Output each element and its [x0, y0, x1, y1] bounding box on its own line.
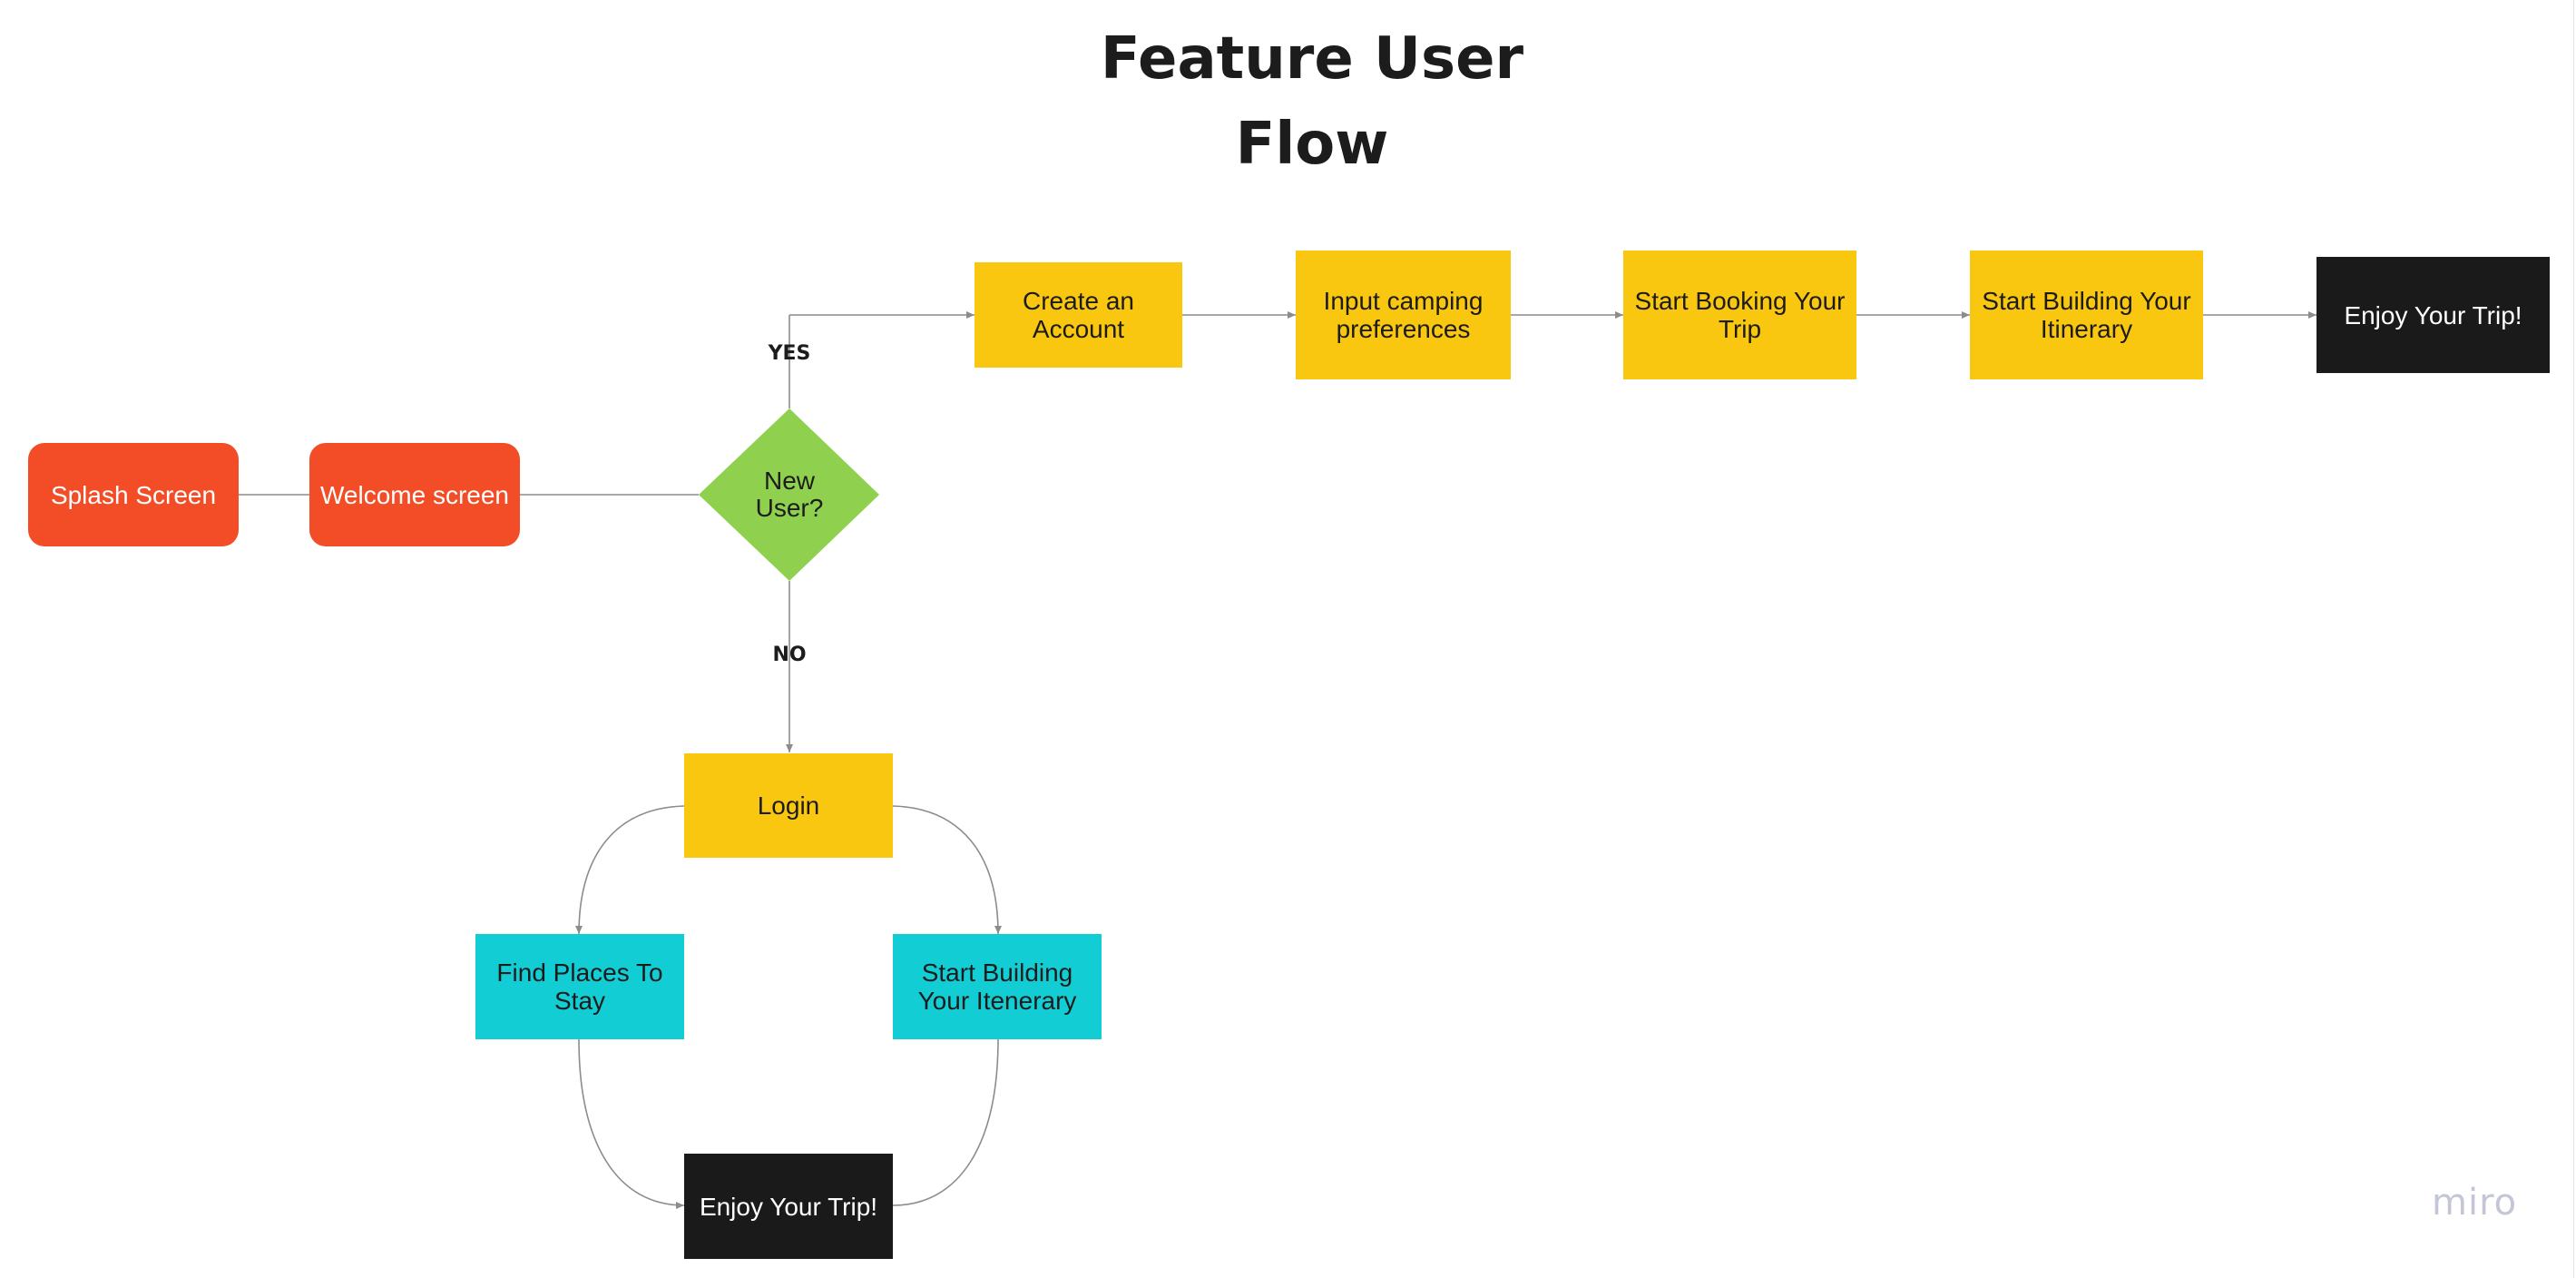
title-line-1: Feature User: [1100, 25, 1524, 93]
create-account-node[interactable]: Create an Account: [975, 262, 1182, 368]
canvas-edge-divider: [2573, 0, 2574, 1278]
find-places-label: Find Places To Stay: [496, 958, 663, 1015]
camping-preferences-node[interactable]: Input camping preferences: [1296, 251, 1511, 379]
welcome-screen-node[interactable]: Welcome screen: [309, 443, 520, 546]
start-itenerary-node[interactable]: Start Building Your Itenerary: [893, 934, 1102, 1039]
start-itinerary-label: Start Building Your Itinerary: [1982, 287, 2191, 343]
splash-screen-label: Splash Screen: [50, 480, 217, 509]
enjoy-trip-bottom-label: Enjoy Your Trip!: [699, 1192, 878, 1221]
camping-preferences-label: Input camping preferences: [1323, 287, 1484, 343]
login-label: Login: [757, 791, 820, 820]
find-places-node[interactable]: Find Places To Stay: [475, 934, 684, 1039]
create-account-label: Create an Account: [1023, 287, 1134, 343]
title-line-2: Flow: [1235, 111, 1389, 178]
decision-label: New User?: [755, 467, 824, 522]
decision-diamond[interactable]: [699, 408, 879, 581]
connector-start-itenerary-to-enjoy: [892, 1038, 999, 1206]
start-booking-label: Start Booking Your Trip: [1634, 287, 1846, 343]
start-itinerary-node[interactable]: Start Building Your Itinerary: [1970, 251, 2203, 379]
enjoy-trip-top-label: Enjoy Your Trip!: [2344, 300, 2522, 329]
connector-find-places-to-enjoy: [578, 1038, 685, 1209]
splash-screen-node[interactable]: Splash Screen: [28, 443, 239, 546]
connector-login-to-find-places: [575, 805, 685, 935]
connector-lines: [239, 311, 2316, 1209]
miro-watermark: miro: [2432, 1182, 2518, 1224]
edge-label-yes: YES: [768, 342, 811, 365]
enjoy-trip-top-node[interactable]: Enjoy Your Trip!: [2316, 257, 2550, 373]
welcome-screen-label: Welcome screen: [320, 480, 510, 509]
diagram-title: Feature User Flow: [994, 16, 1630, 187]
edge-label-no: NO: [772, 644, 807, 666]
start-booking-node[interactable]: Start Booking Your Trip: [1623, 251, 1856, 379]
enjoy-trip-bottom-node[interactable]: Enjoy Your Trip!: [684, 1154, 893, 1259]
login-node[interactable]: Login: [684, 753, 893, 858]
start-itenerary-label: Start Building Your Itenerary: [917, 958, 1077, 1015]
connector-login-to-start-itenerary: [892, 805, 1002, 935]
